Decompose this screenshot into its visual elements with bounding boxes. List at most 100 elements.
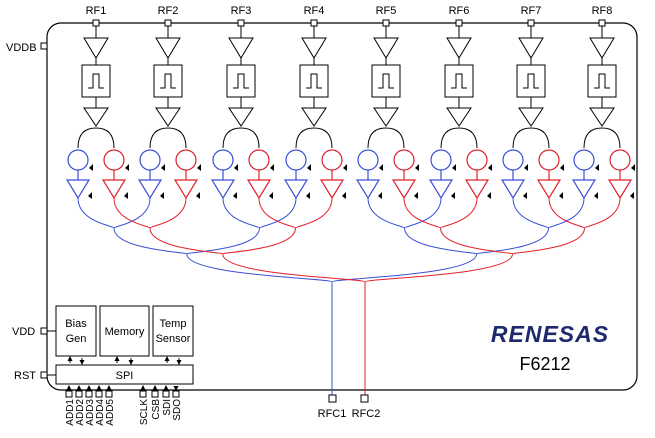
vga-red (391, 179, 417, 200)
rf-channel-6 (428, 26, 492, 200)
spi-pin-pad (139, 390, 147, 398)
amplifier-triangle (228, 107, 254, 127)
amplifier-triangle (83, 37, 109, 59)
rf-channel-2 (137, 26, 201, 200)
vga-red (246, 179, 272, 200)
splitter (222, 127, 260, 149)
amplifier-triangle (518, 107, 544, 127)
control-tick (125, 164, 129, 171)
amplifier-triangle (301, 37, 327, 59)
rf-port-pad (382, 19, 390, 27)
spi-block: SPI (55, 364, 194, 385)
amplifier-triangle (83, 107, 109, 127)
splitter (512, 127, 550, 149)
phase-shifter-red (609, 149, 631, 171)
control-tick (88, 192, 92, 199)
spi-pin-label: SDO (172, 399, 183, 421)
arrow-head (163, 385, 169, 390)
vga-red (101, 179, 127, 200)
arrow-head (76, 385, 82, 390)
vga-red (536, 179, 562, 200)
combiner-branch (258, 197, 333, 229)
vddb-pin: VDDB (6, 42, 48, 54)
splitter (367, 127, 405, 149)
vddb-label: VDDB (6, 42, 37, 54)
control-tick (487, 192, 491, 199)
combiner-branch (440, 227, 585, 255)
control-tick (160, 192, 164, 199)
combiner-branch (222, 253, 513, 283)
vga-blue (137, 179, 163, 200)
control-tick (196, 192, 200, 199)
memory-block: Memory (99, 305, 150, 357)
rfc2-port: RFC2 (352, 394, 380, 420)
phase-shifter-red (393, 149, 415, 171)
rst-label: RST (14, 370, 36, 382)
temp-sensor-block: Temp Sensor (152, 305, 194, 357)
spi-pin-pad (162, 390, 170, 398)
arrow-head (67, 356, 73, 361)
phase-shifter-blue (67, 149, 89, 171)
rf-port-pad (598, 19, 606, 27)
bias-gen-block: Bias Gen (55, 305, 97, 357)
rf-port-label: RF6 (449, 5, 470, 17)
control-tick (452, 164, 456, 171)
rst-pin: RST (14, 370, 56, 382)
rf-port-pad (527, 19, 535, 27)
phase-shifter-red (466, 149, 488, 171)
amplifier-triangle (589, 37, 615, 59)
rf-port-pad (164, 19, 172, 27)
arrow-head (164, 356, 170, 361)
bias-gen-line2: Gen (66, 333, 87, 345)
splitter (77, 127, 115, 149)
step-symbol (306, 73, 322, 89)
attenuator-box (226, 64, 256, 98)
renesas-logo: RENESAS (491, 321, 609, 347)
rf-port-pad (92, 19, 100, 27)
vga-blue (65, 179, 91, 200)
control-tick (233, 192, 237, 199)
rf-port-pad (237, 19, 245, 27)
amplifier-triangle (301, 107, 327, 127)
control-tick (234, 164, 238, 171)
attenuator-box (587, 64, 617, 98)
spi-pin-label: SDI (162, 399, 173, 416)
spi-pin-label: SCLK (139, 399, 150, 425)
vdd-label: VDD (12, 326, 35, 338)
arrow-head (114, 356, 120, 361)
vga-blue (283, 179, 309, 200)
block-arrows (67, 356, 182, 365)
arrow-head (176, 360, 182, 365)
rf-port-label: RF8 (592, 5, 613, 17)
spi-pin-label: CSB (151, 399, 162, 420)
vdd-pin: VDD (12, 326, 56, 338)
control-tick (631, 164, 635, 171)
temp-sensor-line1: Temp (160, 318, 187, 330)
control-tick (306, 192, 310, 199)
amplifier-triangle (373, 107, 399, 127)
attenuator-box (299, 64, 329, 98)
phase-shifter-red (103, 149, 125, 171)
control-tick (307, 164, 311, 171)
spi-pin-pad (151, 390, 159, 398)
step-symbol (160, 73, 176, 89)
attenuator-box (371, 64, 401, 98)
arrow-head (96, 385, 102, 390)
step-symbol (88, 73, 104, 89)
memory-label: Memory (105, 326, 145, 338)
control-tick (269, 192, 273, 199)
control-tick (270, 164, 274, 171)
arrow-head (79, 360, 85, 365)
control-tick (630, 192, 634, 199)
combiner-branch (404, 227, 549, 255)
address-pin-pad (65, 390, 73, 398)
rf-channel-8 (571, 26, 635, 200)
rf-port-label: RF4 (304, 5, 325, 17)
control-tick (594, 192, 598, 199)
spi-pin-pad (172, 390, 180, 398)
attenuator-box (516, 64, 546, 98)
amplifier-triangle (373, 37, 399, 59)
vga-blue (571, 179, 597, 200)
